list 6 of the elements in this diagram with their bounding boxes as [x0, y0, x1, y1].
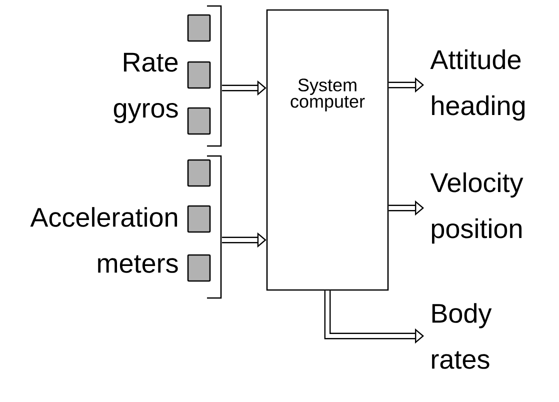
sensor-label: Acceleration meters: [30, 207, 178, 273]
output-label: Velocity position: [430, 172, 524, 244]
sensor-label: Rate gyros: [114, 52, 178, 124]
output-label: Body rates: [432, 303, 492, 369]
computer-box: System computer: [266, 9, 389, 291]
output-label: Attitude heading: [430, 49, 525, 121]
